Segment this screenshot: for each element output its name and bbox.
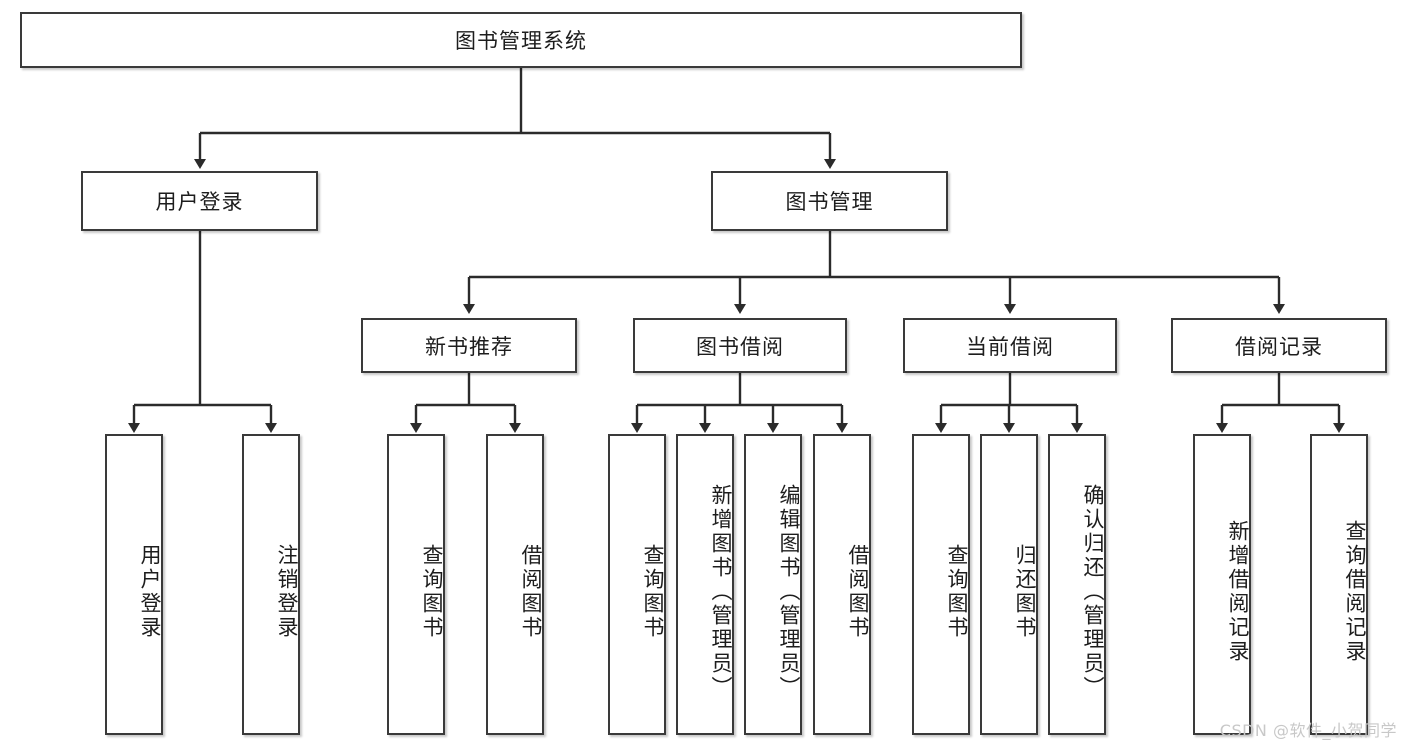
node-label: 当前借阅 <box>966 334 1054 359</box>
leaf-current-confirm-return-admin[interactable]: 确认归还（管理员） <box>1048 434 1106 735</box>
node-label: 用户登录 <box>155 190 244 214</box>
node-label: 新增图书（管理员） <box>709 483 733 700</box>
node-label: 编辑图书（管理员） <box>777 483 801 700</box>
node-label: 查询图书 <box>945 543 969 640</box>
csdn-watermark: CSDN @软件_小贺同学 <box>1219 721 1397 740</box>
node-label: 查询借阅记录 <box>1343 519 1367 664</box>
node-label: 借阅图书 <box>519 543 543 640</box>
node-user-login[interactable]: 用户登录 <box>81 171 318 231</box>
leaf-borrow-borrow-book[interactable]: 借阅图书 <box>813 434 871 735</box>
node-label: 图书管理系统 <box>455 29 587 53</box>
leaf-current-return-book[interactable]: 归还图书 <box>980 434 1038 735</box>
leaf-recommend-borrow-book[interactable]: 借阅图书 <box>486 434 544 735</box>
node-label: 查询图书 <box>641 543 665 640</box>
node-label: 图书管理 <box>785 190 874 214</box>
node-label: 归还图书 <box>1013 543 1037 640</box>
node-label: 图书借阅 <box>696 334 784 359</box>
node-label: 确认归还（管理员） <box>1081 483 1105 700</box>
node-borrow-record[interactable]: 借阅记录 <box>1171 318 1387 373</box>
leaf-borrow-query-book[interactable]: 查询图书 <box>608 434 666 735</box>
node-label: 新书推荐 <box>425 334 513 359</box>
node-label: 借阅图书 <box>846 543 870 640</box>
leaf-record-query-record[interactable]: 查询借阅记录 <box>1310 434 1368 735</box>
node-book-management[interactable]: 图书管理 <box>711 171 948 231</box>
leaf-recommend-query-book[interactable]: 查询图书 <box>387 434 445 735</box>
leaf-user-login-signin[interactable]: 用户登录 <box>105 434 163 735</box>
node-label: 用户登录 <box>138 543 162 640</box>
node-label: 查询图书 <box>420 543 444 640</box>
node-label: 借阅记录 <box>1235 334 1323 359</box>
leaf-current-query-book[interactable]: 查询图书 <box>912 434 970 735</box>
leaf-borrow-add-book-admin[interactable]: 新增图书（管理员） <box>676 434 734 735</box>
node-book-borrow[interactable]: 图书借阅 <box>633 318 847 373</box>
leaf-user-login-signout[interactable]: 注销登录 <box>242 434 300 735</box>
node-label: 注销登录 <box>275 543 299 640</box>
node-root-library-system[interactable]: 图书管理系统 <box>20 12 1022 68</box>
node-new-book-recommend[interactable]: 新书推荐 <box>361 318 577 373</box>
leaf-borrow-edit-book-admin[interactable]: 编辑图书（管理员） <box>744 434 802 735</box>
leaf-record-add-record[interactable]: 新增借阅记录 <box>1193 434 1251 735</box>
node-current-borrow[interactable]: 当前借阅 <box>903 318 1117 373</box>
node-label: 新增借阅记录 <box>1226 519 1250 664</box>
